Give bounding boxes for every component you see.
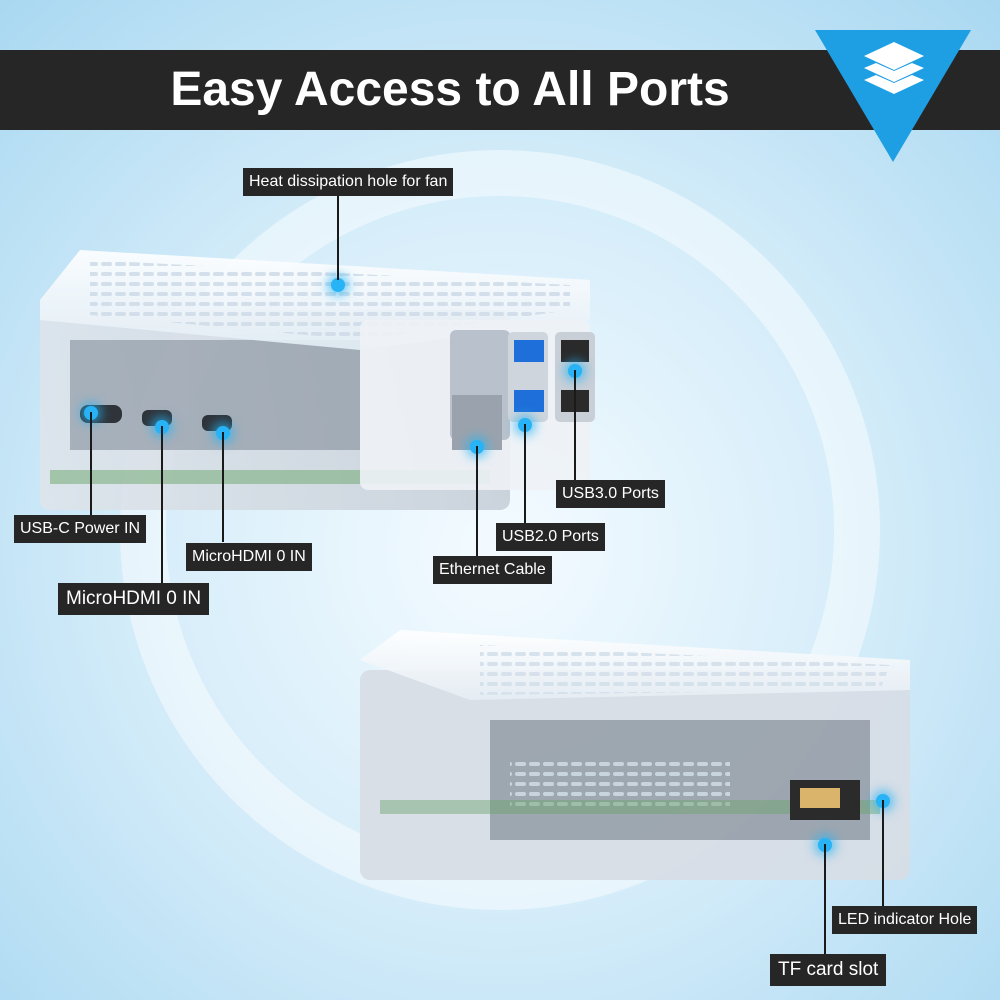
hdmi-b-leader — [222, 432, 224, 542]
usbc-label: USB-C Power IN — [14, 515, 147, 543]
hdmi-b-label: MicroHDMI 0 IN — [186, 543, 312, 571]
usb3-label: USB3.0 Ports — [556, 480, 665, 508]
ethernet-label: Ethernet Cable — [433, 556, 552, 584]
usbc-leader — [90, 412, 92, 516]
case-rear-view — [360, 630, 910, 880]
hdmi-a-label: MicroHDMI 0 IN — [58, 583, 210, 615]
hdmi-a-leader — [161, 426, 163, 584]
case-front-view — [40, 250, 595, 510]
usb3-leader — [574, 370, 576, 480]
fan-hole-label: Heat dissipation hole for fan — [243, 168, 454, 196]
led-leader — [882, 800, 884, 906]
usb2-label: USB2.0 Ports — [496, 523, 605, 551]
tf-label: TF card slot — [770, 954, 887, 986]
usb2-leader — [524, 424, 526, 524]
layers-icon — [864, 42, 924, 94]
led-label: LED indicator Hole — [832, 906, 978, 934]
tf-leader — [824, 844, 826, 956]
fan-leader — [337, 196, 339, 280]
fan-hole-marker — [331, 278, 345, 292]
page-title: Easy Access to All Ports — [170, 63, 730, 116]
ethernet-leader — [476, 446, 478, 556]
